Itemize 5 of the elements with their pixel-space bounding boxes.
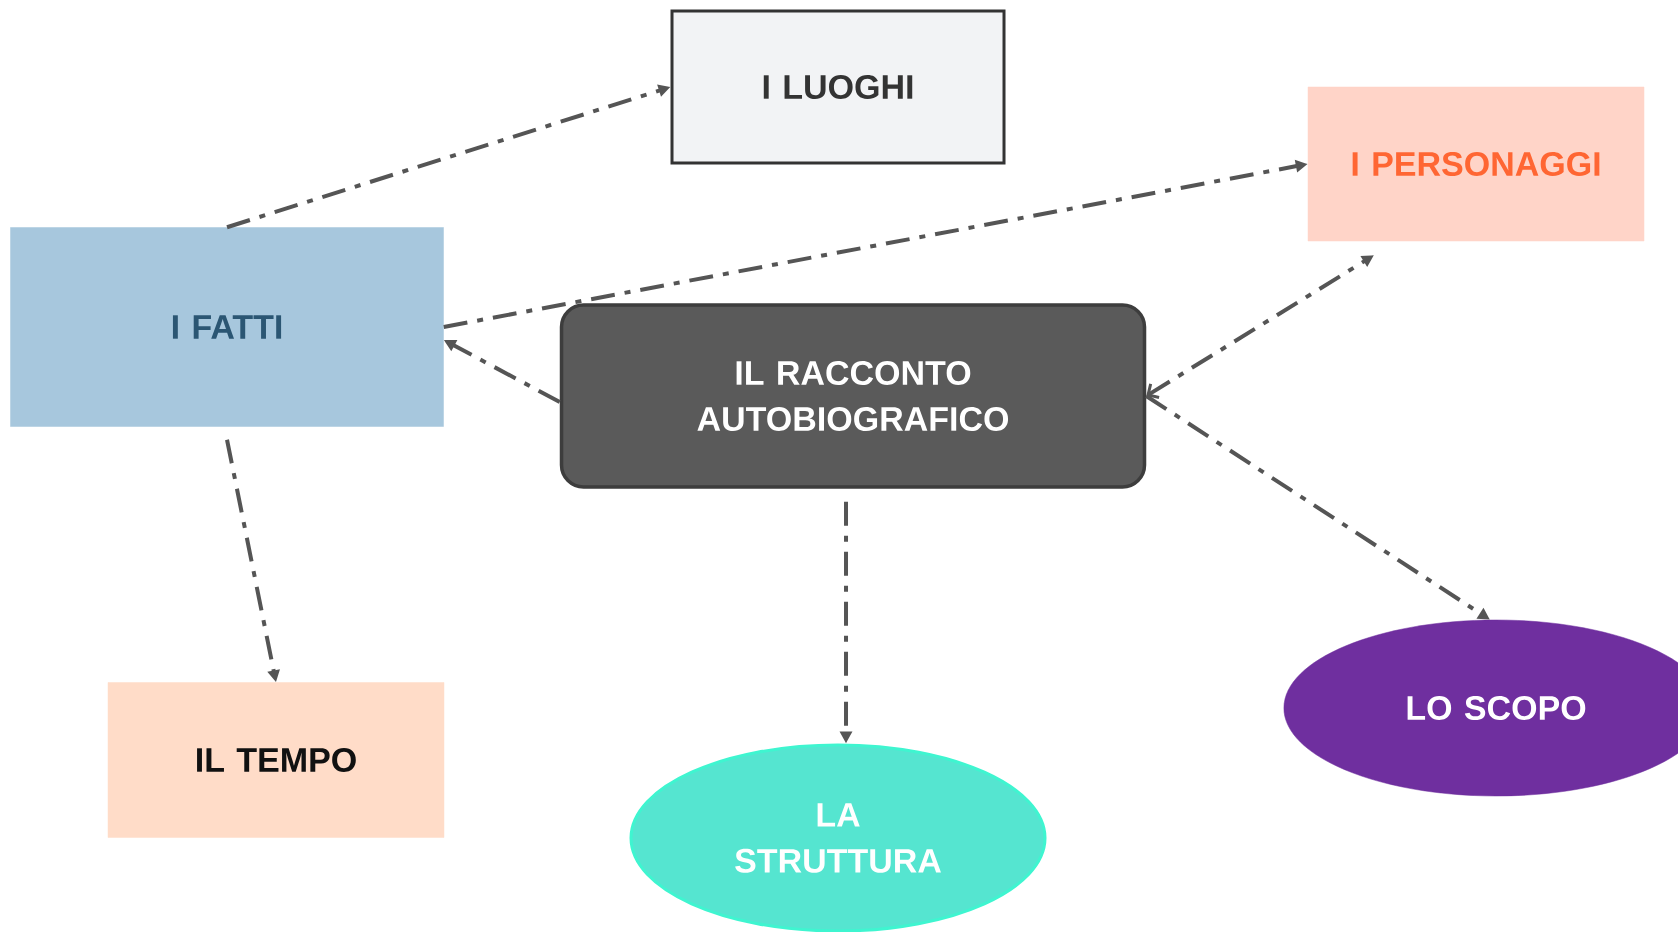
character-box: I PERSONAGGI (1307, 86, 1645, 242)
time-box: IL TEMPO (107, 682, 445, 838)
facts-box: I FATTI (10, 227, 444, 427)
place-box: I LUOGHI (670, 9, 1006, 165)
main-topic-box: IL RACCONTO AUTOBIOGRAFICO (559, 303, 1147, 489)
